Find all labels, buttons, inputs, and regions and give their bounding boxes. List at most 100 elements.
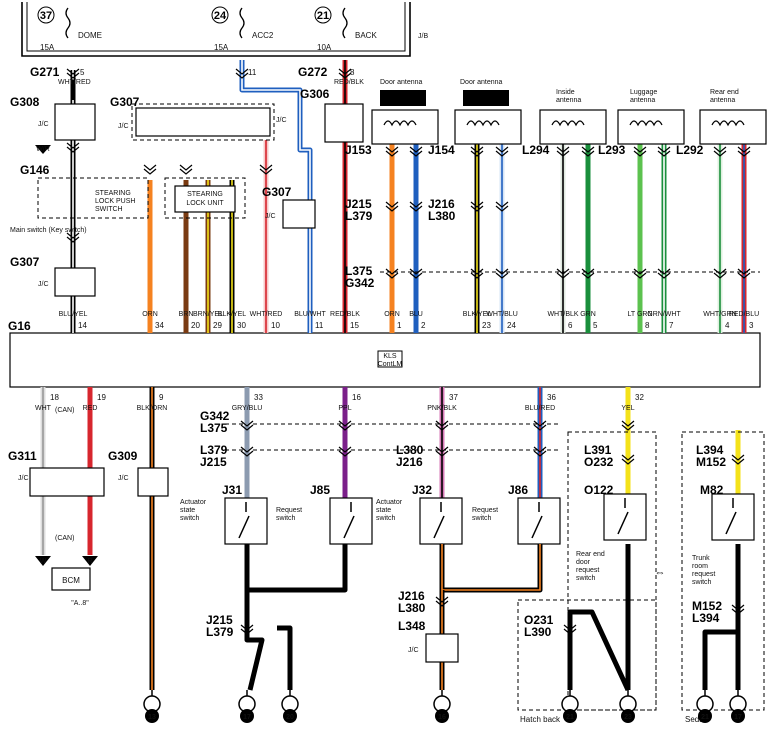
connector-20-2: [556, 150, 570, 157]
connector-15-2: [495, 150, 509, 157]
connector-9-2: [409, 150, 423, 157]
g16-wire-10: WHT/RED: [250, 311, 283, 318]
connector-30: [713, 268, 727, 275]
door-antenna-1-icon: [380, 90, 426, 106]
conn-g342: G342: [345, 276, 375, 290]
connector-7-2: [66, 236, 80, 243]
connector-26-2: [633, 272, 647, 279]
luggage-antenna-label-2: antenna: [630, 97, 655, 104]
jc-label-0: J/C: [38, 121, 49, 128]
ground-badge: [698, 709, 712, 723]
g16-wire-2: BLU: [409, 311, 423, 318]
g16-pin-7: 7: [669, 321, 674, 330]
actuator-label-1c: switch: [180, 515, 200, 522]
conn-l390: L390: [524, 625, 552, 639]
connector-22: [556, 268, 570, 275]
connector-45: [563, 624, 577, 631]
hatchback-label: Hatch back: [520, 715, 561, 724]
connector-31-2: [737, 272, 751, 279]
connector-6-2: [259, 168, 273, 175]
connector-31: [737, 268, 751, 275]
wire-blk-orn-j32-j86-stripe: [441, 544, 541, 591]
bottom-wire-36: BLU/RED: [525, 405, 555, 412]
wire-blk-hatch: [567, 609, 631, 692]
conn-o122: O122: [584, 483, 614, 497]
jc-g308: [54, 103, 96, 141]
connector-45-2: [563, 628, 577, 635]
ground-badge: [283, 709, 297, 723]
g16-pin-34: 34: [155, 321, 164, 330]
jc-g309: [137, 467, 169, 497]
jc-label-7: J/C: [408, 647, 419, 654]
bus-tag-label: W: [40, 558, 47, 565]
g16-pin-23: 23: [482, 321, 491, 330]
actuator-label-2: Actuator: [376, 499, 403, 506]
connector-1: [338, 68, 352, 75]
conn-g272: G272: [298, 65, 328, 79]
rear-door-label-d: switch: [576, 575, 596, 582]
jc-label-4: J/C: [38, 281, 49, 288]
fuse-amp: 15A: [214, 43, 229, 52]
conn-o232: O232: [584, 455, 614, 469]
g272-pin: 8: [350, 68, 355, 77]
connector-42: [731, 454, 745, 461]
ground-badge: [435, 709, 449, 723]
connector-41: [621, 454, 635, 461]
connector-35: [533, 420, 547, 427]
connector-43: [240, 624, 254, 631]
connector-34-2: [435, 424, 449, 431]
connector-29: [737, 146, 751, 153]
conn-l379-bottom: L379: [206, 625, 234, 639]
conn-j216-lower: J216: [396, 455, 423, 469]
jc-label-1: J/C: [118, 123, 129, 130]
connector-27: [657, 268, 671, 275]
conn-j216-bottom: J216: [398, 589, 425, 603]
hatchback-frame-lower: [517, 599, 657, 711]
connector-3-2: [66, 146, 80, 153]
connector-0-2: [66, 72, 80, 79]
g16-pin-10: 10: [271, 321, 280, 330]
connector-44: [435, 596, 449, 603]
g16-wire-3: RED/BLU: [729, 311, 759, 318]
wire-acc2-blu-wht-stripe: [241, 60, 311, 210]
door-antenna-2-icon: [463, 90, 509, 106]
bottom-pin-9: 9: [159, 393, 164, 402]
switch-j85-request-blade: [343, 515, 355, 539]
bottom-pin-33: 33: [254, 393, 263, 402]
connector-40: [621, 420, 635, 427]
connector-4: [143, 164, 157, 171]
kls-label-2: ContLM: [378, 361, 403, 368]
ground-number: 13: [148, 714, 156, 721]
conn-l375: L375: [345, 264, 373, 278]
conn-j215: J215: [345, 197, 372, 211]
jc-g307-a: [54, 267, 96, 297]
connector-28-2: [713, 150, 727, 157]
ground-number: 23: [624, 714, 632, 721]
g16-pin-4: 4: [725, 321, 730, 330]
g16-wire-5: GRN: [580, 311, 596, 318]
inside-antenna-label: Inside: [556, 89, 575, 96]
fuse-number: 37: [40, 10, 52, 22]
conn-l294: L294: [522, 143, 550, 157]
ground-number: 16: [438, 714, 446, 721]
connector-26: [633, 268, 647, 275]
conn-l375-lower: L375: [200, 421, 228, 435]
g16-wire-11: BLU/WHT: [294, 311, 326, 318]
g271-wire: WHT/RED: [58, 79, 91, 86]
connector-22-2: [556, 272, 570, 279]
hatchback-frame-upper: [567, 431, 657, 711]
connector-9: [409, 146, 423, 153]
wire-blk-sedan-2: [702, 629, 738, 690]
g16-pin-14: 14: [78, 321, 87, 330]
g16-pin-6: 6: [568, 321, 573, 330]
switch-j32-actuator-blade: [433, 515, 445, 539]
connector-4-2: [143, 168, 157, 175]
ground-badge: [621, 709, 635, 723]
connector-43-2: [240, 628, 254, 635]
door-antenna-2-label: Door antenna: [460, 79, 503, 86]
rear-antenna-label-2: antenna: [710, 97, 735, 104]
conn-l394: L394: [696, 443, 724, 457]
conn-l379: L379: [345, 209, 373, 223]
jb-frame: [21, 2, 411, 57]
